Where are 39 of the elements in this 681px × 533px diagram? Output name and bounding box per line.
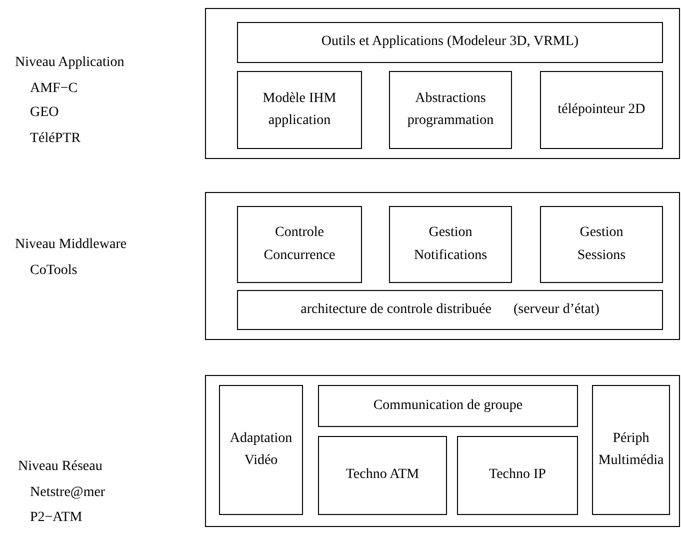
module-label: Outils et Applications (Modeleur 3D, VRML)	[321, 33, 579, 52]
module-box	[237, 206, 362, 283]
module-box	[540, 71, 663, 149]
module-label: Adaptation Vidéo	[228, 430, 294, 470]
project-label: GEO	[30, 106, 59, 120]
module-box	[389, 71, 512, 149]
module-label: Gestion Sessions	[576, 224, 627, 264]
module-label: Abstractions programmation	[406, 90, 495, 130]
module-label: Controle Concurrence	[262, 224, 336, 264]
module-label: Communication de groupe	[373, 396, 523, 415]
layer-box	[205, 8, 680, 159]
module-box	[237, 290, 663, 330]
module-box	[457, 436, 578, 515]
layer-box	[205, 192, 680, 340]
project-label: CoTools	[30, 264, 78, 278]
layer-box	[205, 375, 680, 527]
level-label: Niveau Application	[15, 56, 124, 70]
module-label: Modèle IHM application	[262, 90, 338, 130]
module-label: télépointeur 2D	[558, 100, 646, 119]
module-box	[592, 385, 670, 515]
project-label: Netstre@mer	[30, 486, 106, 500]
module-label: Périph Multimédia	[598, 430, 664, 470]
project-label: TéléPTR	[30, 132, 81, 146]
module-box	[318, 385, 578, 427]
module-label: architecture de controle distribuée	[300, 300, 492, 319]
module-label: Techno ATM	[346, 466, 420, 484]
level-label: Niveau Réseau	[18, 460, 102, 474]
module-label: Gestion Notifications	[412, 224, 488, 264]
project-label: P2−ATM	[30, 511, 82, 525]
module-label: (serveur d’état)	[513, 300, 600, 319]
project-label: AMF−C	[30, 82, 78, 96]
module-box	[318, 436, 447, 515]
module-box	[237, 71, 362, 149]
module-box	[237, 22, 663, 63]
module-label: Techno IP	[489, 466, 546, 484]
module-box	[219, 385, 303, 515]
level-label: Niveau Middleware	[15, 238, 127, 252]
module-box	[540, 206, 663, 283]
module-box	[389, 206, 512, 283]
